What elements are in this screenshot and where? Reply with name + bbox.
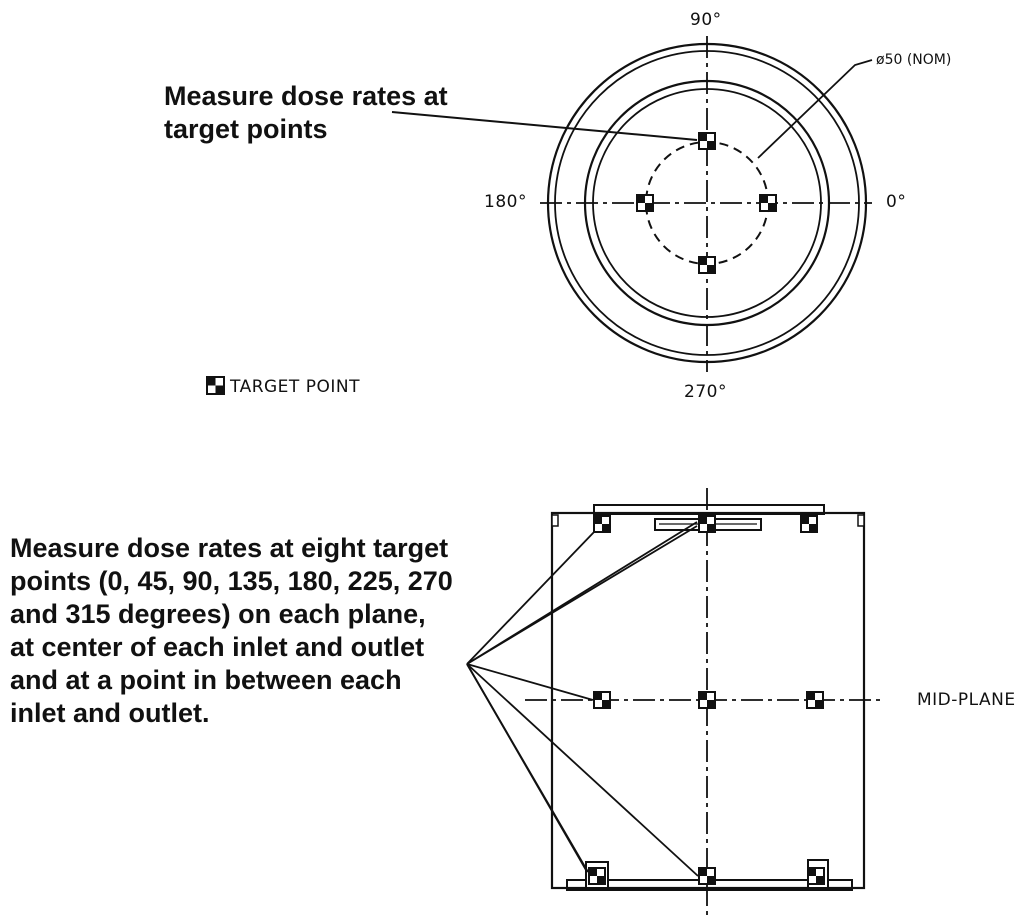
- angle-label-180: 180°: [484, 192, 527, 212]
- legend-label: TARGET POINT: [230, 377, 360, 397]
- target-point-270: [698, 256, 716, 274]
- legend-symbol: [206, 376, 225, 395]
- target-point-180: [636, 194, 654, 212]
- top-annotation: Measure dose rates at target points: [164, 81, 448, 144]
- angle-label-90: 90°: [690, 10, 722, 30]
- target-point-mid-right: [806, 691, 824, 709]
- midplane-label: MID-PLANE: [917, 690, 1016, 710]
- top-view: [391, 36, 873, 372]
- target-point-bottom-center: [698, 867, 716, 885]
- target-point-90: [698, 132, 716, 150]
- top-leader-line: [391, 111, 698, 141]
- target-point-top-right: [800, 515, 818, 533]
- diameter-label: ø50 (NOM): [876, 52, 952, 68]
- target-point-top-center: [698, 515, 716, 533]
- target-point-top-left: [593, 515, 611, 533]
- diameter-leader: [757, 59, 873, 159]
- target-point-bottom-left: [588, 867, 606, 885]
- angle-label-0: 0°: [886, 192, 907, 212]
- target-point-mid-center: [698, 691, 716, 709]
- angle-label-270: 270°: [684, 382, 727, 402]
- side-view: [466, 488, 885, 915]
- side-annotation: Measure dose rates at eight target point…: [10, 533, 453, 728]
- target-point-bottom-right: [807, 867, 825, 885]
- target-point-mid-left: [593, 691, 611, 709]
- target-point-0: [759, 194, 777, 212]
- side-leader-lines: [466, 521, 699, 877]
